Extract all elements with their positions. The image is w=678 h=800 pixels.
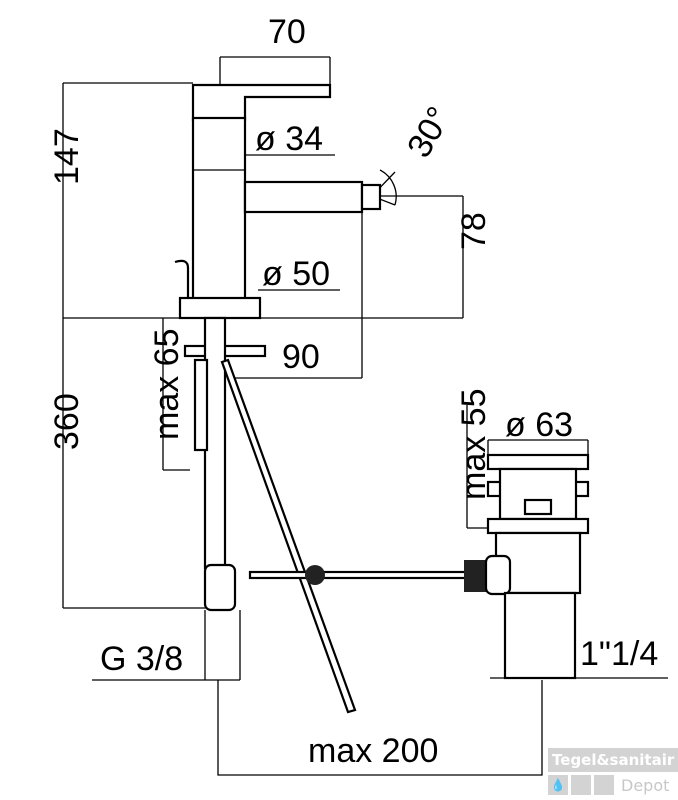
watermark-subtitle: Depot <box>621 775 670 795</box>
tile-icon <box>594 775 614 795</box>
faucet-body <box>174 83 472 714</box>
watermark-title: Tegel&sanitair <box>548 748 678 772</box>
droplet-icon: 💧 <box>548 775 568 795</box>
dim-supply-length: 360 <box>48 393 86 450</box>
dim-tilt-angle: 30° <box>400 100 459 164</box>
dim-max-deck-thickness: max 65 <box>148 329 186 441</box>
dim-body-diameter: ø 34 <box>255 120 323 158</box>
watermark-logo: Tegel&sanitair 💧 Depot <box>548 748 678 800</box>
tile-icon <box>571 775 591 795</box>
dim-lever-reach: 70 <box>268 13 306 51</box>
dim-max-distance: max 200 <box>308 732 438 770</box>
dim-base-diameter: ø 50 <box>262 255 330 293</box>
dimension-lines <box>62 56 668 776</box>
dim-drain-max-height: max 55 <box>455 389 493 501</box>
dim-total-height: 147 <box>48 128 86 185</box>
dim-spout-reach: 90 <box>282 338 320 376</box>
dim-drain-thread: 1"1/4 <box>580 635 658 673</box>
dim-drain-diameter: ø 63 <box>505 406 573 444</box>
dim-spout-height: 78 <box>455 212 493 250</box>
drain-assembly <box>464 453 590 680</box>
dim-supply-thread: G 3/8 <box>100 640 183 678</box>
